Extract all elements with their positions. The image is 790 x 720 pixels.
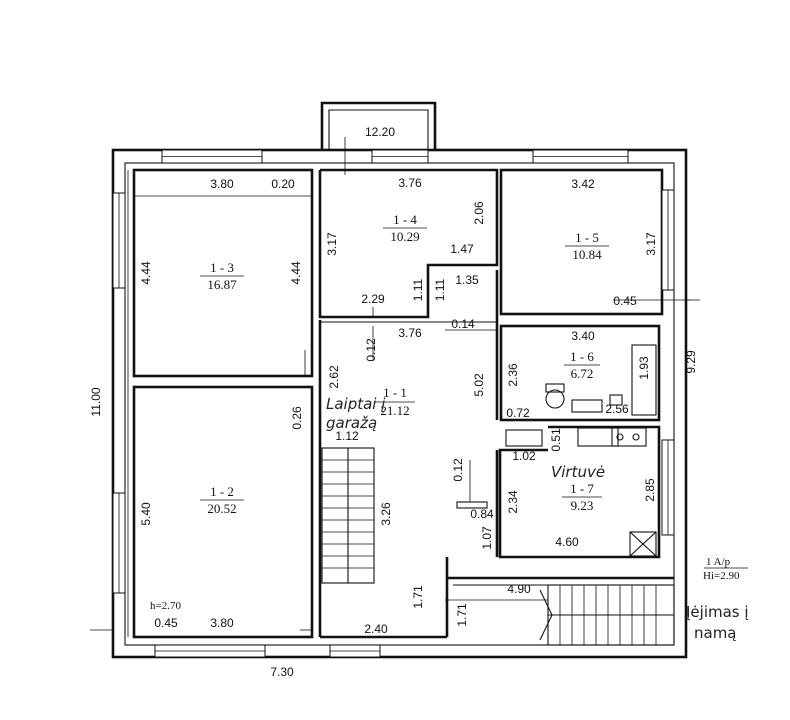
dim-111-b: 1.11 [433,278,447,301]
dim-072: 0.72 [506,406,530,420]
dim-502: 5.02 [472,373,486,397]
room-area: 10.84 [572,247,602,262]
dimension-lines [90,137,700,637]
room-1-1: 1 - 1 21.12 [375,385,415,418]
room-1-5: 1 - 5 10.84 [565,230,609,262]
dim-014: 0.14 [451,317,475,331]
dim-234: 2.34 [506,490,520,514]
room-area: 10.29 [390,229,419,244]
dim-229: 2.29 [361,292,385,306]
dim-012-a: 0.12 [364,338,378,362]
dim-111-a: 1.11 [411,278,425,301]
dim-317-right: 3.17 [644,232,658,256]
dim-084: 0.84 [470,507,494,521]
entrance-label: Įėjimas į [686,603,749,621]
dim-262: 2.62 [327,365,341,389]
dim-285: 2.85 [643,478,657,502]
dim-380-bottom: 3.80 [210,616,234,630]
dim-026: 0.26 [290,406,304,430]
dim-1220: 12.20 [365,125,395,139]
room-id: 1 - 6 [570,349,594,364]
dim-326: 3.26 [379,502,393,526]
kitchen-label: Virtuvė [551,463,605,481]
room-id: 1 - 7 [570,481,594,496]
legend-line-2: Hi=2.90 [703,570,740,582]
dim-460: 4.60 [555,535,579,549]
height-note: h=2.70 [150,600,181,612]
entrance-label-2: namą [694,624,737,642]
dim-020: 0.20 [271,177,295,191]
dim-342: 3.42 [571,177,595,191]
dim-540: 5.40 [139,502,153,526]
dim-730: 7.30 [270,665,294,679]
dim-147: 1.47 [450,242,474,256]
dim-135: 1.35 [455,273,479,287]
bathroom-fixtures [545,344,657,416]
dim-171-a: 1.71 [411,585,425,609]
dim-045-bottom: 0.45 [154,616,178,630]
room-id: 1 - 4 [393,212,417,227]
room-area: 9.23 [571,498,594,513]
room-1-7: 1 - 7 9.23 [562,481,602,513]
interior-walls [132,168,674,639]
room-id: 1 - 5 [575,230,599,245]
dim-1100: 11.00 [89,387,103,416]
room-area: 20.52 [207,501,236,516]
dim-444-left: 4.44 [139,261,153,285]
dim-340: 3.40 [571,329,595,343]
room-1-2: 1 - 2 20.52 [200,484,244,516]
room-1-4: 1 - 4 10.29 [383,212,427,244]
dim-102: 1.02 [512,449,536,463]
dim-045-top: 0.45 [613,294,637,308]
dimension-texts: 12.20 3.80 0.20 3.76 3.42 3.17 2.06 1.47… [89,125,698,679]
room-1-3: 1 - 3 16.87 [200,260,244,292]
stairs-garage-label: Laiptai į [326,395,386,413]
room-area: 6.72 [571,366,594,381]
dim-236: 2.36 [506,363,520,387]
kitchen-fixtures [505,427,657,557]
stairs-garage [321,447,375,584]
dim-444-right: 4.44 [289,261,303,285]
dim-376-top: 3.76 [398,176,422,190]
room-1-6: 1 - 6 6.72 [564,349,600,381]
dim-240: 2.40 [364,622,388,636]
dim-929: 9.29 [684,350,698,374]
stairs-entrance [539,584,675,646]
room-id: 1 - 2 [210,484,234,499]
legend-line-1: 1 A/p [706,556,731,568]
dim-012-b: 0.12 [451,458,465,482]
dim-317-left: 3.17 [325,232,339,256]
dim-490: 4.90 [507,582,531,596]
room-id: 1 - 1 [383,385,407,400]
dim-206: 2.06 [472,201,486,225]
dim-107: 1.07 [480,526,494,550]
dim-256: 2.56 [605,402,629,416]
balcony [320,101,437,150]
dim-376-mid: 3.76 [398,326,422,340]
dim-171-b: 1.71 [455,603,469,627]
windows [112,149,675,658]
dim-051: 0.51 [549,428,563,452]
dim-380-top: 3.80 [210,177,234,191]
dim-112: 1.12 [335,429,359,443]
room-area: 21.12 [380,403,409,418]
room-id: 1 - 3 [210,260,234,275]
stairs-garage-label-2: garažą [326,414,377,432]
dim-193: 1.93 [637,356,651,380]
room-area: 16.87 [207,277,237,292]
